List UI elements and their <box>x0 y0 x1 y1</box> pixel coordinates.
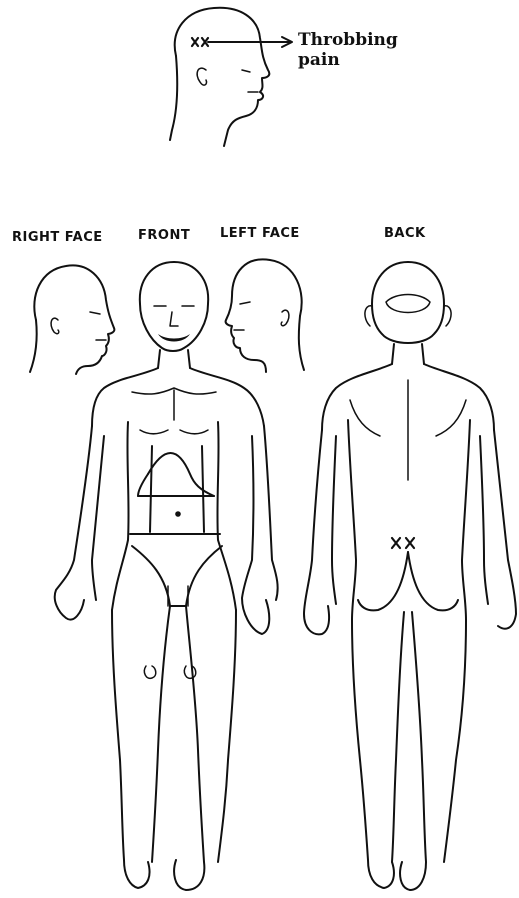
annotation-arrow <box>208 37 292 47</box>
head-profile-figure <box>170 8 269 146</box>
left-face-figure <box>226 259 304 372</box>
right-face-figure <box>30 265 114 374</box>
annotation-label-line1: Throbbing <box>298 30 398 50</box>
pain-marker-head <box>192 38 208 46</box>
annotation-label-line2: pain <box>298 50 340 70</box>
view-label-front: FRONT <box>138 228 190 243</box>
view-label-left-face: LEFT FACE <box>220 226 300 241</box>
view-label-back: BACK <box>384 226 426 241</box>
back-body-figure <box>304 262 516 890</box>
view-label-right-face: RIGHT FACE <box>12 230 103 245</box>
